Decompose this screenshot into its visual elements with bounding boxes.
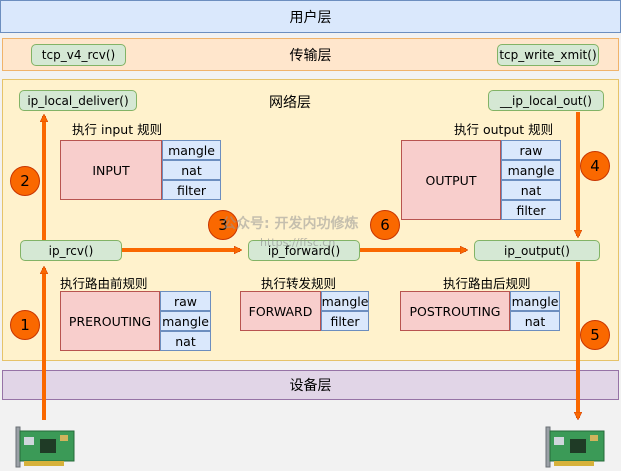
input-chain-label: 执行 input 规则 [72, 122, 163, 137]
forward-table-filter: filter [321, 311, 369, 331]
step-5-badge: 5 [580, 320, 610, 350]
input-table-mangle: mangle [162, 140, 221, 160]
nic-card-left-icon [15, 426, 75, 468]
transport-layer-title: 传输层 [289, 47, 332, 64]
ip-forward-node: ip_forward() [248, 240, 360, 261]
step-1-badge: 1 [10, 310, 40, 340]
output-table-mangle: mangle [501, 160, 561, 180]
device-layer: 设备层 [2, 370, 619, 400]
nic-card-right-icon [545, 426, 605, 468]
tcp-write-xmit-node: tcp_write_xmit() [497, 44, 599, 66]
forward-chain-label: 执行转发规则 [261, 276, 337, 291]
prerouting-table-nat: nat [160, 331, 211, 351]
step-2-badge: 2 [10, 166, 40, 196]
output-table-filter: filter [501, 200, 561, 220]
output-table-nat: nat [501, 180, 561, 200]
postrouting-chain: POSTROUTING [400, 291, 510, 331]
forward-table-mangle: mangle [321, 291, 369, 311]
postrouting-table-nat: nat [510, 311, 560, 331]
input-chain: INPUT [60, 140, 162, 200]
prerouting-table-mangle: mangle [160, 311, 211, 331]
postrouting-table-mangle: mangle [510, 291, 560, 311]
watermark-url: https://ffsc.cn [260, 236, 336, 249]
input-table-filter: filter [162, 180, 221, 200]
ip-output-node: ip_output() [474, 240, 600, 261]
step-3-badge: 3 [208, 210, 238, 240]
output-chain-label: 执行 output 规则 [454, 122, 554, 137]
output-chain: OUTPUT [401, 140, 501, 220]
input-table-nat: nat [162, 160, 221, 180]
device-layer-title: 设备层 [289, 378, 332, 394]
tcp-v4-rcv-node: tcp_v4_rcv() [31, 44, 126, 66]
user-layer: 用户层 [0, 0, 621, 33]
ip-local-deliver-node: ip_local_deliver() [19, 90, 137, 111]
ip-local-out-node: __ip_local_out() [488, 90, 604, 111]
watermark-text: 公众号: 开发内功修炼 [222, 216, 359, 232]
ip-rcv-node: ip_rcv() [20, 240, 122, 261]
forward-chain: FORWARD [240, 291, 321, 331]
postrouting-chain-label: 执行路由后规则 [443, 276, 531, 291]
output-table-raw: raw [501, 140, 561, 160]
prerouting-chain: PREROUTING [60, 291, 160, 351]
network-layer-title: 网络层 [269, 95, 311, 111]
step-4-badge: 4 [580, 151, 610, 181]
step-6-badge: 6 [370, 210, 400, 240]
prerouting-chain-label: 执行路由前规则 [60, 276, 148, 291]
prerouting-table-raw: raw [160, 291, 211, 311]
user-layer-title: 用户层 [289, 9, 332, 26]
